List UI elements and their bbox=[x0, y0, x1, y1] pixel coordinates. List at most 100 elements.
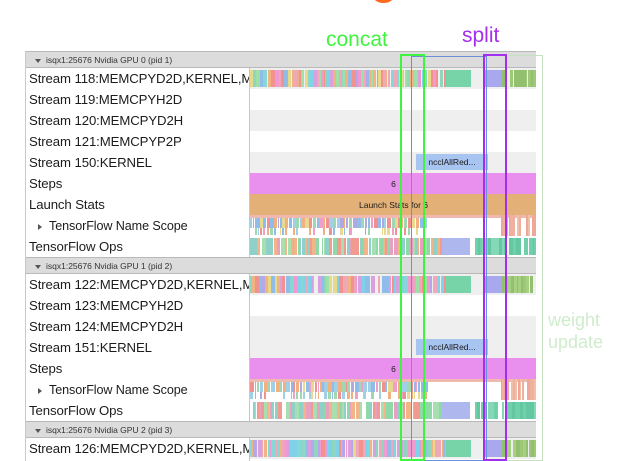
timeline-event-block[interactable] bbox=[369, 440, 372, 457]
timeline-row-track[interactable] bbox=[250, 400, 536, 421]
timeline-row-label[interactable]: Stream 123:MEMCPYH2D bbox=[26, 295, 250, 316]
timeline-event-block[interactable] bbox=[332, 382, 334, 392]
timeline-event-block[interactable] bbox=[444, 276, 446, 293]
timeline-event-block[interactable] bbox=[289, 276, 294, 293]
timeline-event-block[interactable] bbox=[355, 402, 360, 419]
timeline-event-block[interactable] bbox=[357, 218, 362, 228]
timeline-event-block[interactable] bbox=[329, 228, 333, 235]
timeline-event-block[interactable] bbox=[266, 228, 270, 235]
timeline-event-block[interactable] bbox=[501, 379, 503, 400]
timeline-event-block[interactable] bbox=[307, 238, 311, 255]
timeline-event-block[interactable] bbox=[403, 228, 407, 235]
timeline-event-block[interactable] bbox=[331, 402, 336, 419]
timeline-event-block[interactable] bbox=[442, 238, 470, 255]
timeline-event-block[interactable] bbox=[259, 382, 264, 392]
timeline-event-block[interactable] bbox=[337, 238, 341, 255]
chevron-down-icon[interactable] bbox=[35, 428, 41, 433]
timeline-event-block[interactable] bbox=[418, 402, 420, 419]
timeline-event-block[interactable] bbox=[349, 238, 352, 255]
timeline-event-block[interactable] bbox=[375, 382, 379, 392]
timeline-event-block[interactable] bbox=[372, 402, 376, 419]
timeline-event-block[interactable] bbox=[309, 228, 312, 235]
timeline-event-block[interactable] bbox=[383, 440, 387, 457]
timeline-event-block[interactable] bbox=[522, 440, 526, 457]
timeline-event-block[interactable] bbox=[380, 238, 384, 255]
timeline-event-block[interactable] bbox=[533, 215, 536, 236]
timeline-event-block[interactable] bbox=[282, 440, 284, 457]
timeline-event-block[interactable] bbox=[267, 276, 272, 293]
timeline-event-block[interactable] bbox=[522, 379, 525, 400]
timeline-event-block[interactable] bbox=[504, 70, 508, 87]
timeline-event-block[interactable] bbox=[405, 402, 410, 419]
timeline-event-block[interactable] bbox=[373, 218, 378, 228]
timeline-event-block[interactable] bbox=[289, 440, 294, 457]
timeline-event-block[interactable] bbox=[317, 402, 320, 419]
timeline-event-block[interactable] bbox=[352, 218, 357, 228]
timeline-event-block[interactable] bbox=[526, 238, 529, 255]
timeline-event-block[interactable] bbox=[259, 70, 264, 87]
timeline-event-block[interactable] bbox=[423, 392, 427, 399]
timeline-event-block[interactable] bbox=[314, 392, 317, 399]
timeline-event-block[interactable] bbox=[533, 70, 536, 87]
timeline-event-block[interactable] bbox=[393, 402, 397, 419]
timeline-event-block[interactable] bbox=[324, 276, 327, 293]
timeline-event-block[interactable] bbox=[444, 70, 446, 87]
timeline-event-block[interactable] bbox=[382, 70, 385, 87]
timeline-event-block[interactable] bbox=[302, 382, 306, 392]
launch-stats-bar[interactable]: Launch Stats for 6 bbox=[250, 194, 536, 215]
timeline-event-block[interactable] bbox=[340, 228, 343, 235]
timeline-event-block[interactable] bbox=[335, 440, 340, 457]
timeline-event-block[interactable] bbox=[387, 70, 391, 87]
timeline-event-block[interactable] bbox=[254, 402, 257, 419]
timeline-event-block[interactable] bbox=[286, 440, 290, 457]
timeline-row-label[interactable]: Steps bbox=[26, 358, 250, 379]
timeline-event-block[interactable] bbox=[358, 70, 361, 87]
timeline-event-block[interactable] bbox=[510, 215, 513, 236]
timeline-event-block[interactable] bbox=[325, 218, 329, 228]
timeline-event-block[interactable] bbox=[378, 392, 381, 399]
timeline-event-block[interactable] bbox=[522, 70, 526, 87]
timeline-event-block[interactable] bbox=[395, 238, 398, 255]
timeline-row[interactable]: TensorFlow Ops bbox=[26, 236, 536, 257]
timeline-event-block[interactable] bbox=[403, 382, 407, 392]
timeline-event-block[interactable] bbox=[363, 382, 368, 392]
timeline-event-block[interactable] bbox=[406, 392, 410, 399]
timeline-event-block[interactable] bbox=[351, 440, 353, 457]
timeline-row-label[interactable]: TensorFlow Name Scope bbox=[26, 379, 250, 400]
timeline-event-block[interactable] bbox=[438, 276, 440, 293]
timeline-event-block[interactable] bbox=[364, 218, 368, 228]
timeline-event-block[interactable] bbox=[294, 238, 298, 255]
timeline-event-block[interactable] bbox=[502, 440, 506, 457]
timeline-event-block[interactable] bbox=[285, 218, 289, 228]
timeline-event-block[interactable] bbox=[513, 276, 517, 293]
timeline-event-block[interactable] bbox=[378, 70, 381, 87]
timeline-row-label[interactable]: TensorFlow Ops bbox=[26, 400, 250, 421]
timeline-event-block[interactable] bbox=[338, 402, 342, 419]
timeline-event-block[interactable] bbox=[359, 238, 362, 255]
timeline-event-block[interactable] bbox=[397, 218, 400, 228]
timeline-event-block[interactable] bbox=[396, 70, 400, 87]
timeline-event-block[interactable] bbox=[311, 392, 314, 399]
timeline-event-block[interactable] bbox=[531, 440, 534, 457]
timeline-event-block[interactable] bbox=[435, 70, 439, 87]
timeline-event-block[interactable] bbox=[411, 218, 416, 228]
timeline-event-block[interactable] bbox=[359, 402, 362, 419]
timeline-event-block[interactable] bbox=[516, 238, 519, 255]
timeline-event-block[interactable] bbox=[499, 238, 502, 255]
timeline-event-block[interactable] bbox=[307, 70, 311, 87]
timeline-row[interactable]: Stream 121:MEMCPYP2P bbox=[26, 131, 536, 152]
timeline-event-block[interactable] bbox=[287, 70, 292, 87]
timeline-event-block[interactable] bbox=[251, 276, 255, 293]
group-header-gpu-2[interactable]: isqx1:25676 Nvidia GPU 2 (pid 3) bbox=[26, 421, 536, 438]
timeline-event-block[interactable] bbox=[298, 238, 300, 255]
timeline-event-block[interactable] bbox=[258, 228, 260, 235]
timeline-event-block[interactable] bbox=[495, 402, 499, 419]
timeline-event-block[interactable] bbox=[354, 276, 356, 293]
timeline-event-block[interactable] bbox=[259, 392, 263, 399]
timeline-event-block[interactable] bbox=[320, 440, 322, 457]
timeline-event-block[interactable] bbox=[402, 70, 405, 87]
timeline-event-block[interactable] bbox=[405, 238, 408, 255]
timeline-event-block[interactable] bbox=[375, 238, 378, 255]
timeline-row-track[interactable] bbox=[250, 110, 536, 131]
timeline-event-block[interactable] bbox=[415, 218, 419, 228]
